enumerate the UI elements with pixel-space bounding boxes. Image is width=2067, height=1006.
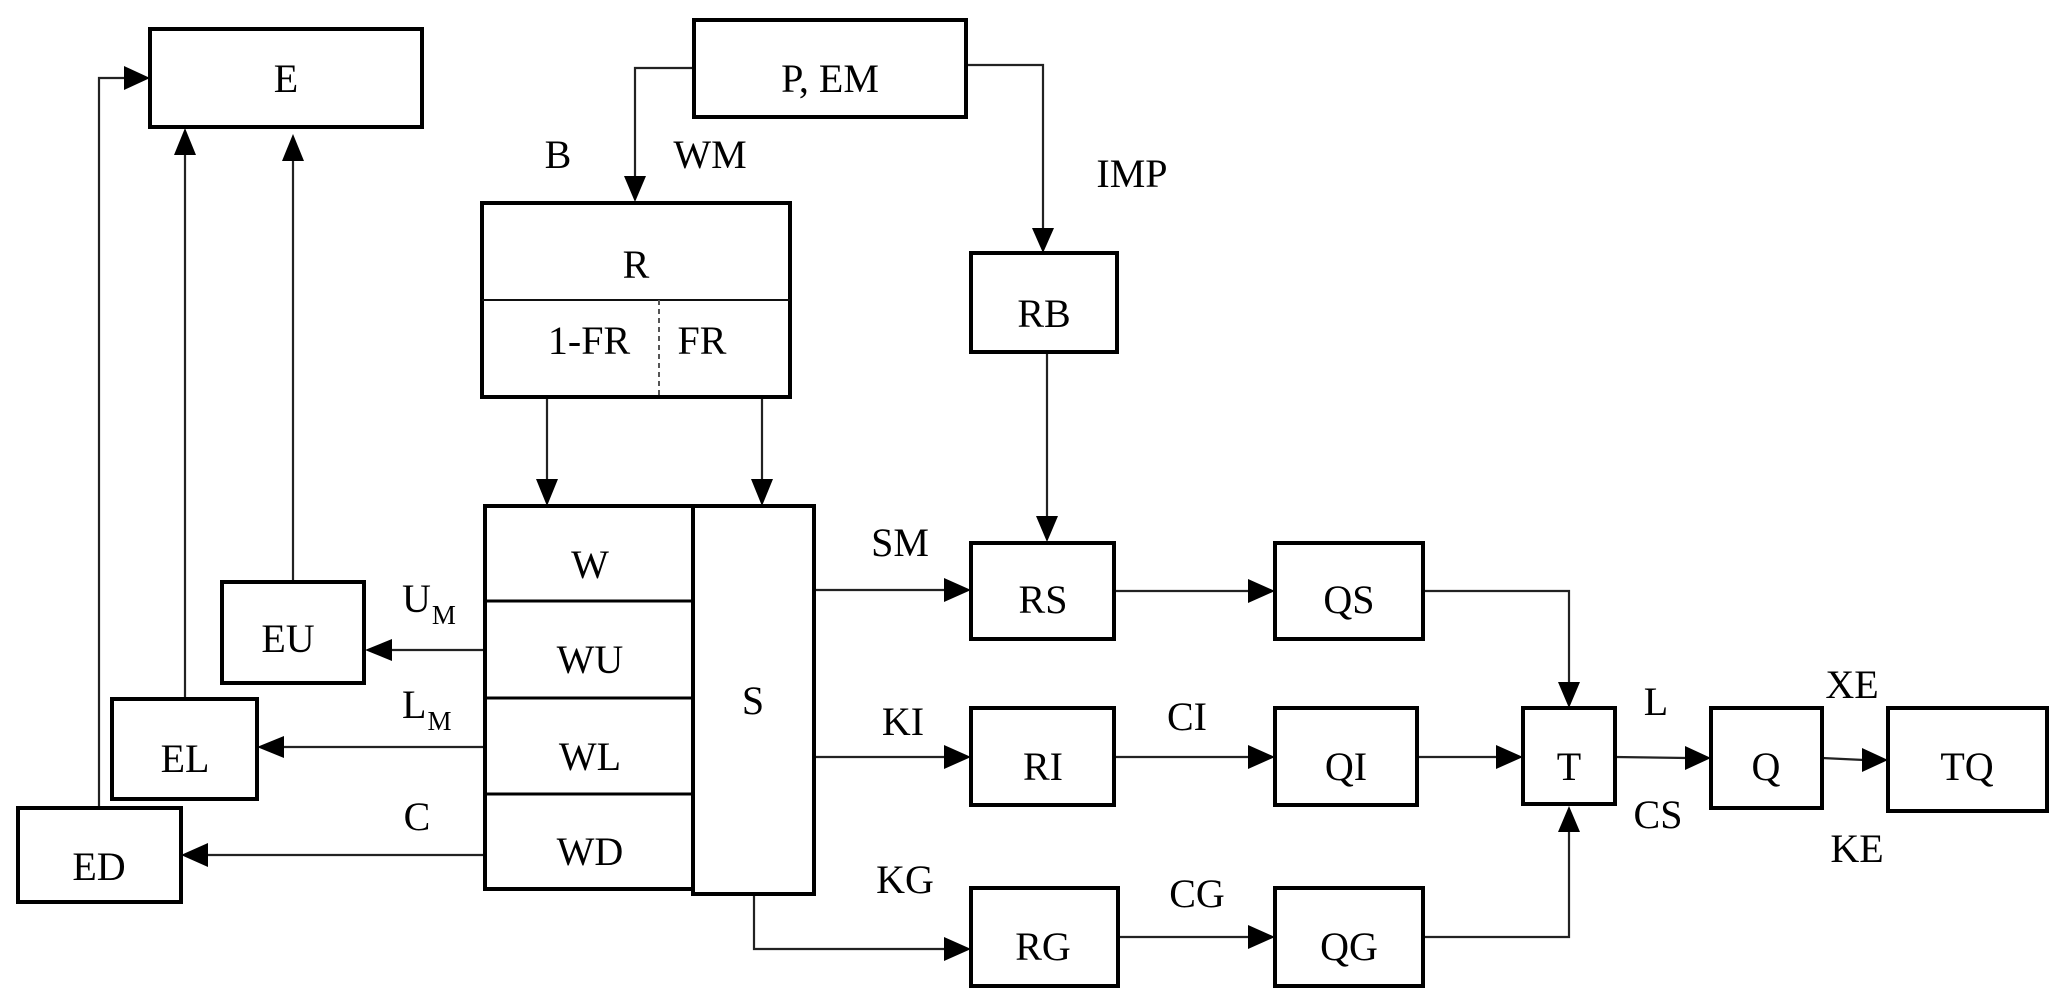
node-wd-label: WD [557,829,624,874]
node-p-em[interactable]: P, EM [692,18,968,119]
edge-t-to-q [1614,755,1688,760]
label-b: B [545,132,572,177]
arrowhead-down-icon [1558,682,1580,708]
node-p-em-label: P, EM [781,56,879,101]
arrowhead-left-icon [257,736,284,758]
arrowhead-right-icon [1862,748,1888,772]
node-ri[interactable]: RI [969,706,1116,807]
edge-pem-to-rb [968,63,1045,230]
label-u-main: U [402,576,431,621]
arrowhead-right-icon [1248,745,1275,769]
node-rb-label: RB [1017,291,1070,336]
label-l-main: L [402,682,426,727]
arrowhead-down-icon [536,479,558,506]
edge-labels: B WM IMP UM LM C SM KI KG CI CG L CS XE … [402,132,1884,916]
node-q[interactable]: Q [1709,706,1824,810]
node-ri-label: RI [1023,744,1063,789]
node-r-right-label: FR [678,318,727,363]
node-eu-label: EU [261,616,314,661]
label-xe: XE [1825,662,1878,707]
edge-q-to-tq [1821,756,1865,762]
arrowhead-down-icon [1032,228,1054,253]
node-s[interactable]: S [691,504,816,896]
node-r[interactable]: R 1-FR FR [480,201,792,399]
node-r-left-label: 1-FR [548,318,631,363]
node-ed[interactable]: ED [16,806,183,904]
node-qg-label: QG [1320,924,1378,969]
label-l-m: LM [402,682,451,736]
arrowhead-up-icon [174,128,196,155]
label-u-m: UM [402,576,456,630]
node-rb[interactable]: RB [969,251,1119,354]
arrowhead-right-icon [944,578,971,602]
node-w-label: W [571,542,609,587]
node-eu[interactable]: EU [220,580,366,685]
label-ci: CI [1167,694,1207,739]
connectors [97,63,1888,961]
arrowhead-right-icon [124,66,150,90]
arrowhead-up-icon [1558,806,1580,832]
node-s-label: S [742,678,764,723]
node-el-label: EL [161,736,210,781]
label-l: L [1644,679,1668,724]
node-e[interactable]: E [148,27,424,129]
label-c: C [404,794,431,839]
node-qg[interactable]: QG [1273,886,1425,988]
label-wm: WM [673,132,746,177]
arrowhead-right-icon [1248,925,1275,949]
edge-qs-to-t [1423,589,1571,684]
label-cg: CG [1169,871,1225,916]
arrowhead-left-icon [365,639,392,661]
node-t-label: T [1557,744,1581,789]
label-ke: KE [1830,826,1883,871]
label-sm: SM [871,520,929,565]
label-cs: CS [1634,792,1683,837]
arrowhead-right-icon [944,745,971,769]
node-qs[interactable]: QS [1273,541,1425,641]
node-q-label: Q [1752,744,1781,789]
node-qi-label: QI [1325,744,1367,789]
arrowhead-down-icon [624,176,646,202]
edge-pem-to-r [633,66,694,178]
node-e-label: E [274,56,298,101]
node-r-label: R [623,242,650,287]
nodes: E P, EM R 1-FR FR RB W WU WL WD [16,18,2049,988]
edge-qg-to-t [1423,830,1571,939]
label-u-sub: M [432,600,456,630]
arrowhead-right-icon [1685,746,1711,770]
node-w-stack: W WU WL WD [483,504,695,891]
label-l-sub: M [427,706,451,736]
node-tq[interactable]: TQ [1886,706,2049,813]
label-ki: KI [882,699,924,744]
edge-ed-to-e [97,76,125,808]
node-wu-label: WU [557,637,624,682]
node-qs-label: QS [1323,577,1374,622]
arrowhead-down-icon [751,479,773,506]
node-el[interactable]: EL [110,697,259,801]
arrowhead-right-icon [1496,745,1523,769]
node-rg-label: RG [1015,924,1071,969]
node-tq-label: TQ [1940,744,1993,789]
edge-s-to-rg [752,894,946,951]
arrowhead-left-icon [181,843,208,867]
node-rs[interactable]: RS [969,541,1116,641]
arrowhead-right-icon [1248,579,1275,603]
node-t[interactable]: T [1521,706,1617,806]
node-ed-label: ED [72,844,125,889]
label-imp: IMP [1096,151,1167,196]
arrowhead-right-icon [944,937,971,961]
node-rs-label: RS [1019,577,1068,622]
node-qi[interactable]: QI [1273,706,1419,807]
label-kg: KG [876,857,934,902]
node-wl-label: WL [559,734,621,779]
arrowhead-up-icon [282,134,304,161]
node-rg[interactable]: RG [969,886,1120,988]
arrowhead-down-icon [1036,516,1058,542]
